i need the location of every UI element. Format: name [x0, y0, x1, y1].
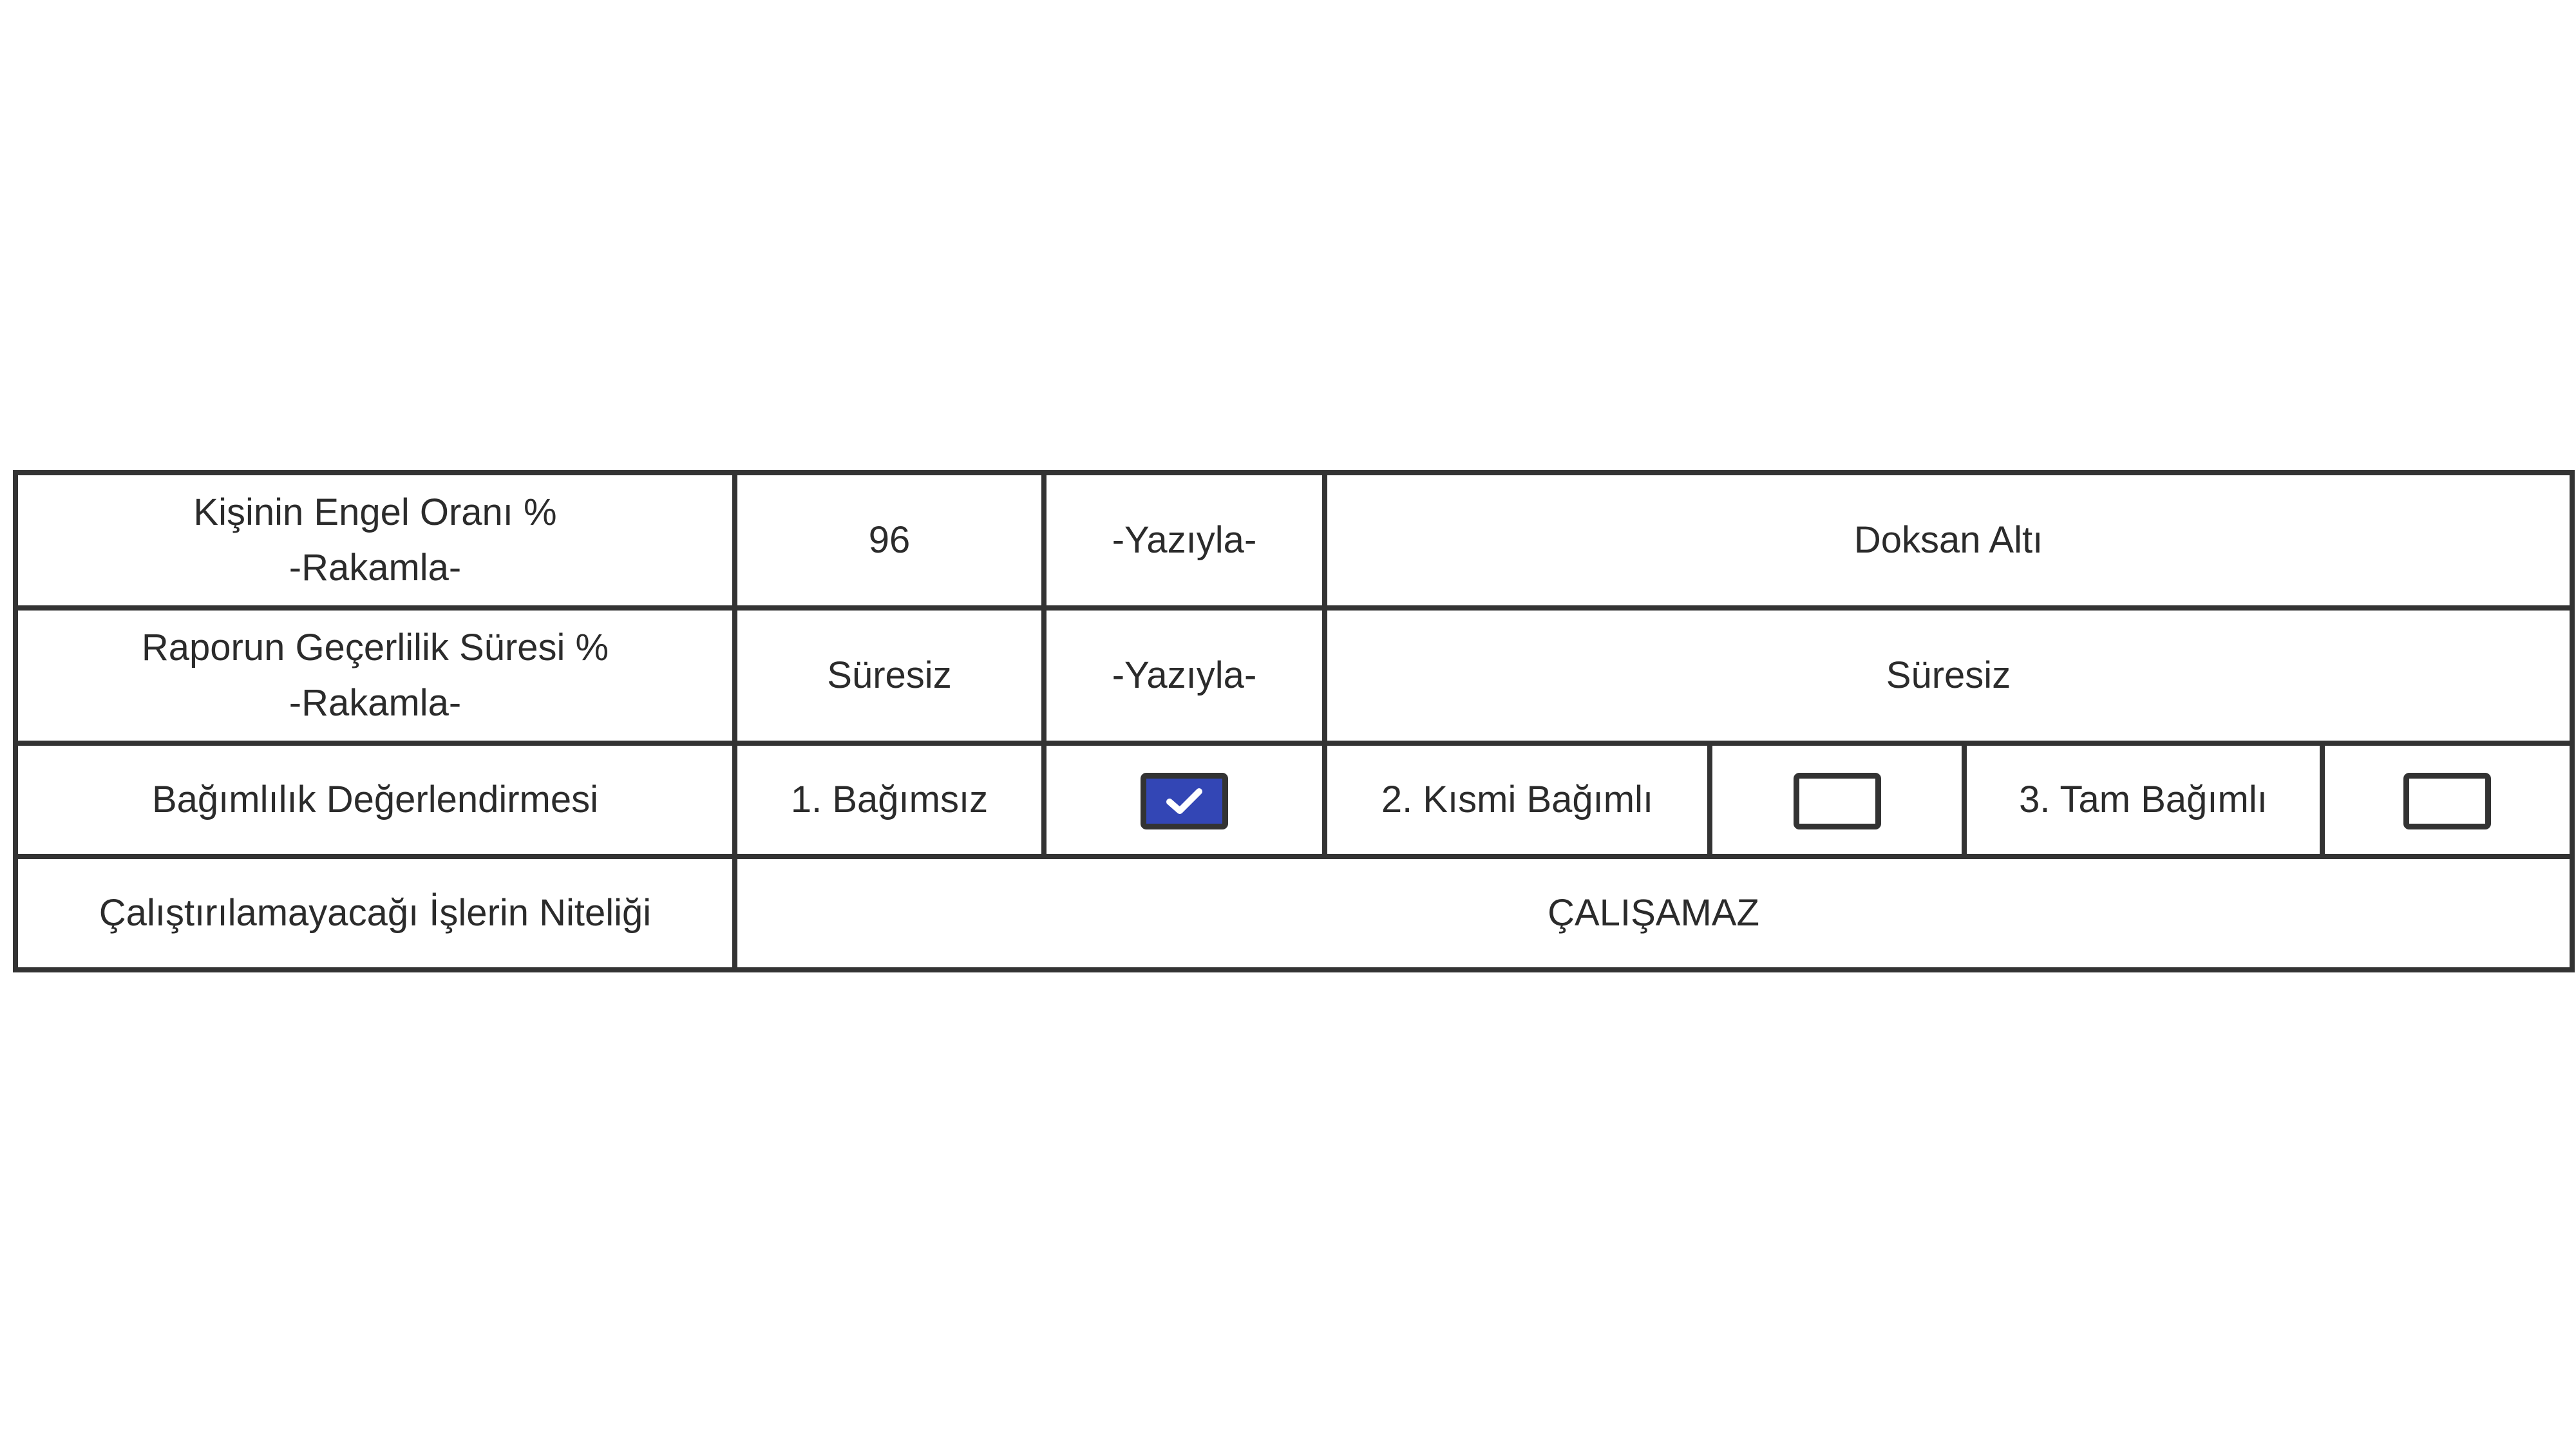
dependency-option-partial-cell — [1707, 741, 1967, 860]
validity-row: Raporun Geçerlilik Süresi % -Rakamla- Sü… — [13, 605, 2575, 746]
disability-rate-label-cell: Kişinin Engel Oranı % -Rakamla- — [13, 469, 737, 611]
dependency-option-full-cell — [2320, 741, 2575, 860]
disability-rate-sublabel: -Rakamla- — [289, 547, 462, 589]
check-icon — [1166, 788, 1202, 814]
work-restriction-row: Çalıştırılamayacağı İşlerin Niteliği ÇAL… — [13, 854, 2575, 972]
dependency-row: Bağımlılık Değerlendirmesi 1. Bağımsız 2… — [13, 741, 2575, 860]
dependency-option-full-label: 3. Tam Bağımlı — [1962, 741, 2325, 860]
validity-written-label: -Yazıyla- — [1041, 605, 1327, 746]
validity-sublabel: -Rakamla- — [289, 682, 462, 724]
partial-dependent-checkbox[interactable] — [1793, 772, 1881, 829]
disability-rate-written-value: Doksan Altı — [1322, 469, 2575, 611]
dependency-label: Bağımlılık Değerlendirmesi — [13, 741, 737, 860]
dependency-option-independent-label: 1. Bağımsız — [732, 741, 1046, 860]
disability-rate-written-label: -Yazıyla- — [1041, 469, 1327, 611]
dependency-option-independent-cell — [1041, 741, 1327, 860]
disability-rate-value: 96 — [732, 469, 1046, 611]
validity-value: Süresiz — [732, 605, 1046, 746]
dependency-option-partial-label: 2. Kısmi Bağımlı — [1322, 741, 1712, 860]
disability-report-table: Kişinin Engel Oranı % -Rakamla- 96 -Yazı… — [13, 469, 2575, 972]
work-restriction-label: Çalıştırılamayacağı İşlerin Niteliği — [13, 854, 737, 972]
disability-rate-row: Kişinin Engel Oranı % -Rakamla- 96 -Yazı… — [13, 469, 2575, 611]
disability-rate-label: Kişinin Engel Oranı % — [193, 491, 557, 534]
full-dependent-checkbox[interactable] — [2403, 772, 2491, 829]
work-restriction-value: ÇALIŞAMAZ — [732, 854, 2575, 972]
validity-written-value: Süresiz — [1322, 605, 2575, 746]
validity-label-cell: Raporun Geçerlilik Süresi % -Rakamla- — [13, 605, 737, 746]
independent-checkbox[interactable] — [1141, 772, 1228, 829]
validity-label: Raporun Geçerlilik Süresi % — [141, 627, 609, 669]
